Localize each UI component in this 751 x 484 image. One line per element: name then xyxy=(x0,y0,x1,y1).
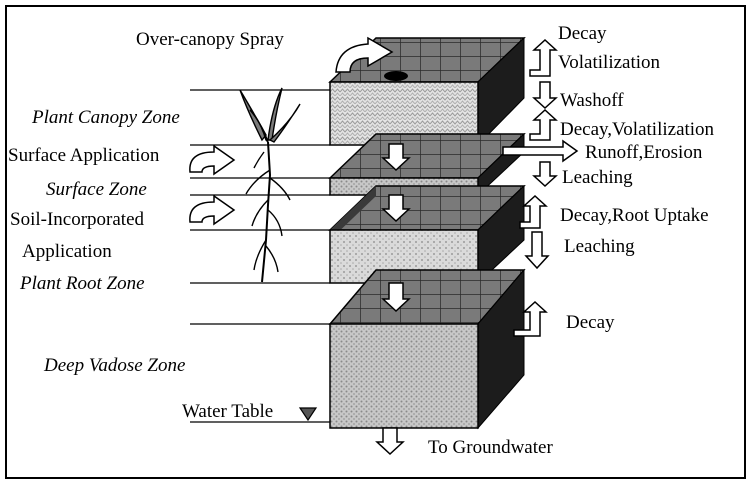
leaching-arrow-icon xyxy=(532,161,558,188)
decay-up-arrow-icon xyxy=(529,38,558,77)
surface-zone-label: Surface Zone xyxy=(46,179,147,200)
canopy-zone-label: Plant Canopy Zone xyxy=(32,107,180,128)
soil-incorporated-label-2: Application xyxy=(22,241,112,262)
internal-flow-arrows xyxy=(375,143,411,456)
zone-lines xyxy=(190,89,330,423)
spray-label: Over-canopy Spray xyxy=(136,29,284,50)
decay-bottom-arrow-icon xyxy=(513,300,548,337)
soil-incorporated-arrow-icon xyxy=(189,194,236,226)
plant-icon xyxy=(239,87,301,283)
decay-root-uptake-arrow-icon xyxy=(519,194,548,229)
vadose-block xyxy=(328,268,526,430)
volatilization-label: Volatilization xyxy=(558,52,661,73)
soil-incorporated-label: Soil-Incorporated xyxy=(10,209,145,230)
runoff-erosion-label: Runoff,Erosion xyxy=(585,142,703,163)
decay-volatilization-label: Decay,Volatilization xyxy=(560,119,715,140)
figure-border xyxy=(5,5,746,479)
water-table-label: Water Table xyxy=(182,401,274,422)
decay-top-label: Decay xyxy=(558,23,607,44)
washoff-label: Washoff xyxy=(560,90,624,111)
leaching-2-arrow-icon xyxy=(524,231,550,270)
root-zone-label: Plant Root Zone xyxy=(20,273,145,294)
runoff-arrow-icon xyxy=(502,139,579,163)
leaching-label: Leaching xyxy=(562,167,633,188)
process-arrows xyxy=(502,38,579,337)
decay-bottom-label: Decay xyxy=(566,312,615,333)
surface-application-arrow-icon xyxy=(189,144,236,176)
water-table-icon xyxy=(298,407,318,422)
washoff-arrow-icon xyxy=(532,81,558,110)
decay-root-uptake-label: Decay,Root Uptake xyxy=(560,205,709,226)
decay-volatilization-arrow-icon xyxy=(529,108,558,141)
leaching-2-label: Leaching xyxy=(564,236,635,257)
root-zone-block xyxy=(328,184,526,285)
spray-arrow-icon xyxy=(335,36,394,73)
vadose-zone-label: Deep Vadose Zone xyxy=(44,355,186,376)
to-groundwater-label: To Groundwater xyxy=(428,437,553,458)
surface-application-label: Surface Application xyxy=(8,145,160,166)
